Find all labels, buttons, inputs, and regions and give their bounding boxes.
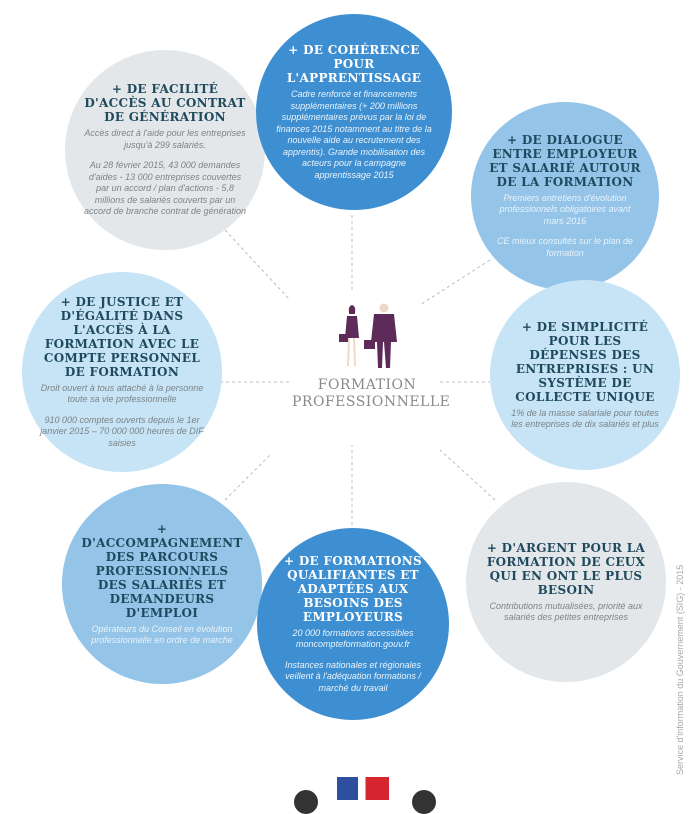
- bubble-title: + DE DIALOGUE ENTRE EMPLOYEUR ET SALARIÉ…: [489, 132, 641, 189]
- bubble-text: Au 28 février 2015, 43 000 demandes d'ai…: [83, 160, 247, 217]
- bubble-text: Premiers entretiens d'évolution professi…: [499, 192, 631, 226]
- bubble-compte-personnel: + DE JUSTICE ET D'ÉGALITÉ DANS L'ACCÈS À…: [22, 272, 222, 472]
- bubble-formations-qualifiantes: + DE FORMATIONS QUALIFIANTES ET ADAPTÉES…: [257, 528, 449, 720]
- share-icon[interactable]: [294, 790, 318, 814]
- bubble-text: 1% de la masse salariale pour toutes les…: [511, 407, 659, 430]
- center-subtitle: PROFESSIONNELLE: [292, 394, 451, 410]
- bubble-contrat-generation: + DE FACILITÉ D'ACCÈS AU CONTRAT DE GÉNÉ…: [65, 50, 265, 250]
- bubble-text: Accès direct à l'aide pour les entrepris…: [84, 128, 246, 150]
- bubble-text: CE mieux consultés sur le plan de format…: [496, 236, 634, 258]
- bubble-title: + DE JUSTICE ET D'ÉGALITÉ DANS L'ACCÈS À…: [43, 294, 201, 379]
- business-people-illustration: [339, 303, 397, 368]
- credit-text: Service d'information du Gouvernement (S…: [675, 564, 685, 775]
- center-title: FORMATION: [317, 377, 417, 393]
- bubble-title: + D'ARGENT POUR LA FORMATION DE CEUX QUI…: [486, 540, 646, 597]
- facebook-icon[interactable]: [412, 790, 436, 814]
- bubble-text: Contributions mutualisées, priorité aux …: [489, 600, 643, 623]
- bubble-title: + DE SIMPLICITÉ POUR LES DÉPENSES DES EN…: [515, 319, 655, 404]
- center-hub: FORMATION PROFESSIONNELLE: [292, 300, 451, 411]
- bubble-text: Opérateurs du Conseil en évolution profe…: [91, 623, 233, 646]
- bubble-simplicite: + DE SIMPLICITÉ POUR LES DÉPENSES DES EN…: [490, 280, 680, 470]
- marianne-logo: [337, 777, 389, 800]
- bubble-text: 910 000 comptes ouverts depuis le 1er ja…: [40, 414, 204, 448]
- bubble-text: Droit ouvert à tous attaché à la personn…: [40, 382, 204, 405]
- bubble-title: + DE FACILITÉ D'ACCÈS AU CONTRAT DE GÉNÉ…: [84, 82, 246, 125]
- bubble-text: Instances nationales et régionales veill…: [284, 659, 422, 693]
- bubble-accompagnement: + D'ACCOMPAGNEMENT DES PARCOURS PROFESSI…: [62, 484, 262, 684]
- bubble-apprentissage: + DE COHÉRENCE POUR L'APPRENTISSAGE Cadr…: [256, 14, 452, 210]
- bubble-title: + D'ACCOMPAGNEMENT DES PARCOURS PROFESSI…: [81, 521, 243, 620]
- bubble-text: Cadre renforcé et financements supplémen…: [276, 89, 432, 180]
- bubble-dialogue: + DE DIALOGUE ENTRE EMPLOYEUR ET SALARIÉ…: [471, 102, 659, 290]
- bubble-text: 20 000 formations accessibles moncomptef…: [292, 627, 414, 650]
- bubble-title: + DE FORMATIONS QUALIFIANTES ET ADAPTÉES…: [284, 553, 422, 624]
- bubble-argent: + D'ARGENT POUR LA FORMATION DE CEUX QUI…: [466, 482, 666, 682]
- bubble-title: + DE COHÉRENCE POUR L'APPRENTISSAGE: [286, 43, 422, 85]
